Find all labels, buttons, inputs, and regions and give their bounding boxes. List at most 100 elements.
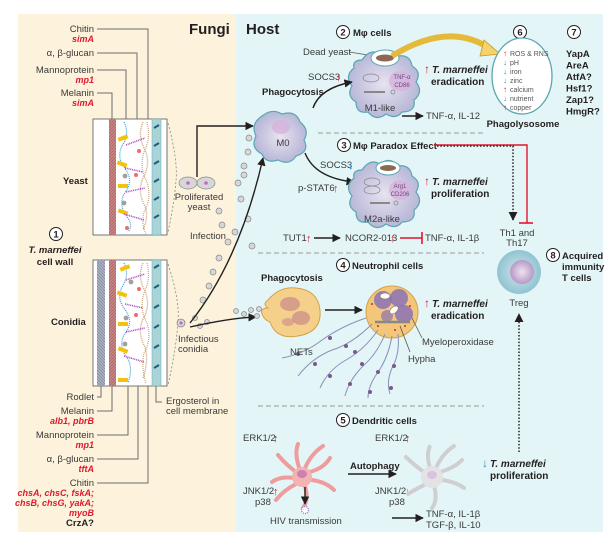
phagolysosome-item: copper xyxy=(510,105,532,112)
svg-text:Chitin: Chitin xyxy=(70,24,94,35)
dead-yeast-label: Dead yeast xyxy=(303,47,351,58)
number-4: 4 xyxy=(340,261,346,272)
proliferated-label-2: yeast xyxy=(188,202,211,213)
th1-th17-label-1: Th1 and xyxy=(500,228,535,239)
dc-output-line2: TGF-β, IL-10 xyxy=(426,520,481,531)
number-8: 8 xyxy=(550,251,555,262)
regulator-item: Zap1? xyxy=(566,95,594,106)
number-badge-2 xyxy=(336,25,350,39)
paradox-title: Mφ Paradox Effect xyxy=(353,141,438,152)
svg-text:mp1: mp1 xyxy=(75,440,94,450)
ergosterol-label-2: cell membrane xyxy=(166,406,228,417)
neutrophil-eradication-line1: T. marneffei xyxy=(432,299,488,310)
number-badge-1 xyxy=(49,227,63,241)
svg-text:myoB: myoB xyxy=(69,508,95,518)
t-cell xyxy=(497,250,541,294)
nets-label: NETs xyxy=(290,347,313,358)
m2-proliferation-line2: proliferation xyxy=(431,189,489,200)
treg-label: Treg xyxy=(509,298,528,309)
svg-text:α, β-glucan: α, β-glucan xyxy=(47,48,94,59)
hiv-label: HIV transmission xyxy=(270,516,342,527)
m1-like-label: M1-like xyxy=(365,103,396,114)
svg-text:Mannoprotein: Mannoprotein xyxy=(36,65,94,76)
socs3-down-label: SOCS3 xyxy=(320,160,352,171)
erk-left-up-arrow: ↑ xyxy=(273,433,279,445)
tcells-title-2: immunity xyxy=(562,262,605,273)
m2-proliferation-line1: T. marneffei xyxy=(432,177,488,188)
svg-text:Melanin: Melanin xyxy=(61,88,94,99)
yeast-zoom-guide xyxy=(167,122,177,233)
svg-text:simA: simA xyxy=(72,34,94,44)
svg-text:chsB, chsG, yakA;: chsB, chsG, yakA; xyxy=(15,498,94,508)
yeast-to-m0-arrow xyxy=(196,121,254,177)
regulator-item: AtfA? xyxy=(566,72,592,83)
th1-th17-label-2: Th17 xyxy=(506,238,528,249)
dc-proliferation-line2: proliferation xyxy=(490,471,548,482)
number-6: 6 xyxy=(517,28,522,39)
svg-text:Chitin: Chitin xyxy=(70,478,94,489)
number-2: 2 xyxy=(340,28,345,39)
tut1-label: TUT1 xyxy=(283,233,307,244)
autophagy-label: Autophagy xyxy=(350,461,400,472)
p38-left-label: p38 xyxy=(255,497,271,508)
svg-text:CrzA?: CrzA? xyxy=(66,518,94,529)
nets-beads xyxy=(296,336,396,394)
m0-macrophage xyxy=(253,110,307,163)
neutrophil-cell xyxy=(261,287,321,338)
tut1-up-arrow: ↑ xyxy=(306,233,312,245)
m1-marker-tnf: TNF-α xyxy=(393,75,411,81)
regulator-item: AreA xyxy=(566,61,589,72)
pstat6-up-arrow: ↑ xyxy=(333,183,339,195)
cell-wall-title-2: cell wall xyxy=(37,257,73,268)
fungi-title: Fungi xyxy=(189,21,230,38)
number-badge-8 xyxy=(546,248,560,262)
number-badge-3 xyxy=(337,138,351,152)
svg-text:simA: simA xyxy=(72,98,94,108)
m2-proliferation-up-arrow: ↑ xyxy=(424,174,430,188)
phagolysosome-item: ROS & RNS xyxy=(510,51,549,58)
conidia-label: Conidia xyxy=(51,317,87,328)
svg-text:Rodlet: Rodlet xyxy=(67,392,95,403)
phagolysosome-label: Phagolysosome xyxy=(487,119,560,130)
svg-text:Melanin: Melanin xyxy=(61,406,94,417)
dc-proliferation-down-arrow: ↓ xyxy=(482,456,488,470)
number-1: 1 xyxy=(53,230,59,241)
hiv-virion-icon xyxy=(300,505,310,515)
conidia-component-labels: Rodlet Melanin alb1, pbrB Mannoprotein m… xyxy=(15,392,95,529)
phagolysosome-up-arrow: ↑ xyxy=(503,85,507,94)
mpo-leader xyxy=(411,317,423,339)
neutrophil-title: Neutrophil cells xyxy=(352,261,423,272)
yeast-label: Yeast xyxy=(63,176,89,187)
dendritic-cell-inactive xyxy=(404,444,466,510)
phagolysosome-item: pH xyxy=(510,60,519,67)
phagolysosome-up-arrow: ↑ xyxy=(503,103,507,112)
activated-neutrophil xyxy=(365,285,419,339)
mpo-label: Myeloperoxidase xyxy=(422,337,494,348)
dc-output-line1: TNF-α, IL-1β xyxy=(426,509,481,520)
m1-macrophage xyxy=(347,49,421,119)
ergosterol-label-1: Ergosterol in xyxy=(166,396,219,407)
ingested-conidia xyxy=(233,306,262,319)
number-7: 7 xyxy=(571,28,576,39)
proliferated-label-1: Proliferated xyxy=(175,192,224,203)
socs3-up-arrow: ↑ xyxy=(336,72,342,84)
svg-text:mp1: mp1 xyxy=(75,75,94,85)
yeast-component-labels: Chitin simA α, β-glucan Mannoprotein mp1… xyxy=(36,24,94,108)
phagolysosome-up-arrow: ↑ xyxy=(503,49,507,58)
svg-text:alb1, pbrB: alb1, pbrB xyxy=(50,416,95,426)
m1-eradication-up-arrow: ↑ xyxy=(424,62,430,76)
neutrophil-eradication-line2: eradication xyxy=(431,311,484,322)
svg-text:α, β-glucan: α, β-glucan xyxy=(47,454,94,465)
jnk-right-label: JNK1/2 xyxy=(375,486,406,497)
phagocytosis-label-neu: Phagocytosis xyxy=(261,273,323,284)
m2-macrophage xyxy=(347,159,421,229)
ncor-label: NCOR2-013 xyxy=(345,233,397,244)
m2-marker-cd206: CD206 xyxy=(391,192,410,198)
tcells-title-1: Acquired xyxy=(562,251,603,262)
svg-text:Mannoprotein: Mannoprotein xyxy=(36,430,94,441)
dendritic-title: Dendritic cells xyxy=(352,416,417,427)
phagolysosome-item: nutrient xyxy=(510,96,533,103)
regulator-item: Hsf1? xyxy=(566,84,593,95)
